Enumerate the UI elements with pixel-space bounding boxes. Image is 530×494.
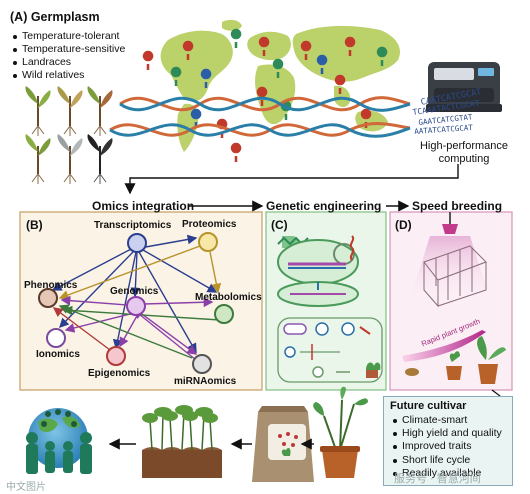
dna-helix-lower [109,122,411,138]
dna-helix-upper [119,96,411,112]
label-genomics: Genomics [110,286,159,297]
germplasm-item: Temperature-sensitive [12,43,125,56]
plant-group-top [25,86,113,136]
label-metabolomics: Metabolomics [195,292,262,303]
future-cultivar-item: Climate-smart [392,414,502,427]
flow-omics-label: Omics integration [92,199,195,213]
panel-b-label: (B) [26,218,43,232]
future-cultivar-item: Short life cycle [392,454,502,467]
plant-pot-icon [477,336,506,384]
node-transcriptomics [127,233,147,253]
germplasm-item: Wild relatives [12,69,125,82]
people-globe-icon [26,408,92,474]
computer-icon [426,62,502,112]
node-metabolomics [214,304,234,324]
plant-group-bottom [25,134,113,184]
omics-network-nodes [38,232,234,374]
node-mirnaomics [192,354,212,374]
label-mirnaomics: miRNAomics [174,376,237,387]
crispr-illustration [277,235,359,307]
panel-a-title: (A) Germplasm [10,10,100,24]
watermark-left: 中文图片 [6,482,46,493]
germplasm-list: Temperature-tolerant Temperature-sensiti… [12,30,125,82]
node-proteomics [198,232,218,252]
node-phenomics [38,288,58,308]
growth-arrow [402,330,486,362]
future-cultivar-item: Improved traits [392,440,502,453]
label-epigenomics: Epigenomics [88,368,151,379]
grow-light-illustration [410,212,490,308]
panel-d-label: (D) [395,218,412,232]
seed-icon [405,368,419,376]
seed-bag-icon [252,406,314,482]
future-cultivar-title: Future cultivar [390,400,467,412]
label-ionomics: Ionomics [36,349,80,360]
flow-speed-label: Speed breeding [412,199,503,213]
omics-network-arrows [51,234,222,361]
computer-label-line2: computing [438,153,490,165]
watermark-right: 服务号 · 智慧河间 [394,473,481,485]
flow-genetic-label: Genetic engineering [266,199,382,213]
label-transcriptomics: Transcriptomics [94,220,172,231]
field-crop-icon [142,405,222,478]
map-pins [142,28,388,162]
panel-c-label: (C) [271,218,288,232]
future-cultivar-item: High yield and quality [392,427,502,440]
future-cultivar-box: Future cultivar Climate-smart High yield… [383,396,513,486]
computer-label-line1: High-performance [419,140,509,152]
node-genomics [126,296,146,316]
node-ionomics [46,328,66,348]
label-phenomics: Phenomics [24,280,78,291]
future-cultivar-list: Climate-smart High yield and quality Imp… [392,414,502,480]
potted-plant-icon [313,386,368,478]
future-cultivar-item: Readily available [392,467,502,480]
seedling-pot-icon [446,351,462,380]
germplasm-item: Landraces [12,56,125,69]
node-epigenomics [106,346,126,366]
germplasm-item: Temperature-tolerant [12,30,125,43]
label-proteomics: Proteomics [182,219,237,230]
transformation-workflow [277,317,383,383]
